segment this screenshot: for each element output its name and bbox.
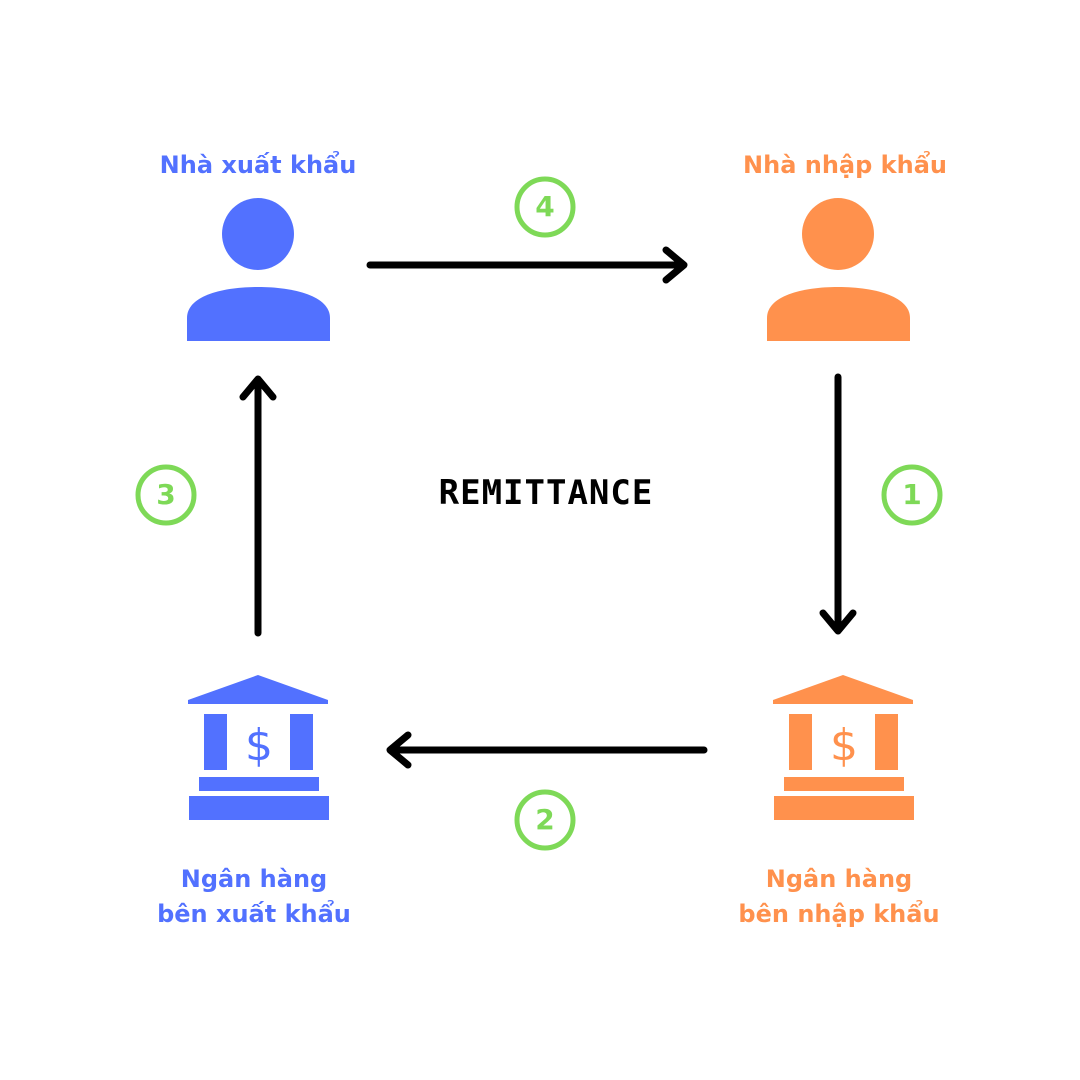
importer-label: Nhà nhập khẩu bbox=[743, 151, 947, 179]
step-2-circle bbox=[514, 789, 576, 851]
step-2-number: 2 bbox=[535, 803, 555, 836]
arrow-step-3 bbox=[239, 375, 277, 637]
exporter-bank-label-line1: Ngân hàng bbox=[180, 865, 328, 893]
importer-bank-label: Ngân hàng bên nhập khẩu bbox=[699, 862, 979, 932]
step-3-circle bbox=[135, 464, 197, 526]
diagram-title: REMITTANCE bbox=[438, 473, 654, 513]
step-4-number: 4 bbox=[535, 190, 555, 223]
exporter-bank-label: Ngân hàng bên xuất khẩu bbox=[114, 862, 394, 932]
importer-bank-dollar-icon: $ bbox=[830, 720, 858, 771]
importer-bank-label-line2: bên nhập khẩu bbox=[738, 900, 940, 928]
arrow-step-1 bbox=[819, 373, 857, 635]
arrow-step-2 bbox=[386, 731, 708, 769]
exporter-bank-icon bbox=[188, 675, 329, 820]
exporter-label: Nhà xuất khẩu bbox=[159, 151, 357, 179]
exporter-bank-label-line2: bên xuất khẩu bbox=[157, 900, 351, 928]
importer-bank-icon bbox=[773, 675, 914, 820]
importer-bank-label-line1: Ngân hàng bbox=[765, 865, 913, 893]
step-1-number: 1 bbox=[902, 478, 922, 511]
step-1-circle bbox=[881, 464, 943, 526]
importer-person-icon bbox=[767, 198, 910, 341]
step-3-number: 3 bbox=[156, 478, 176, 511]
exporter-bank-dollar-icon: $ bbox=[245, 720, 273, 771]
step-4-circle bbox=[514, 176, 576, 238]
arrow-step-4 bbox=[366, 246, 688, 284]
exporter-person-icon bbox=[187, 198, 330, 341]
